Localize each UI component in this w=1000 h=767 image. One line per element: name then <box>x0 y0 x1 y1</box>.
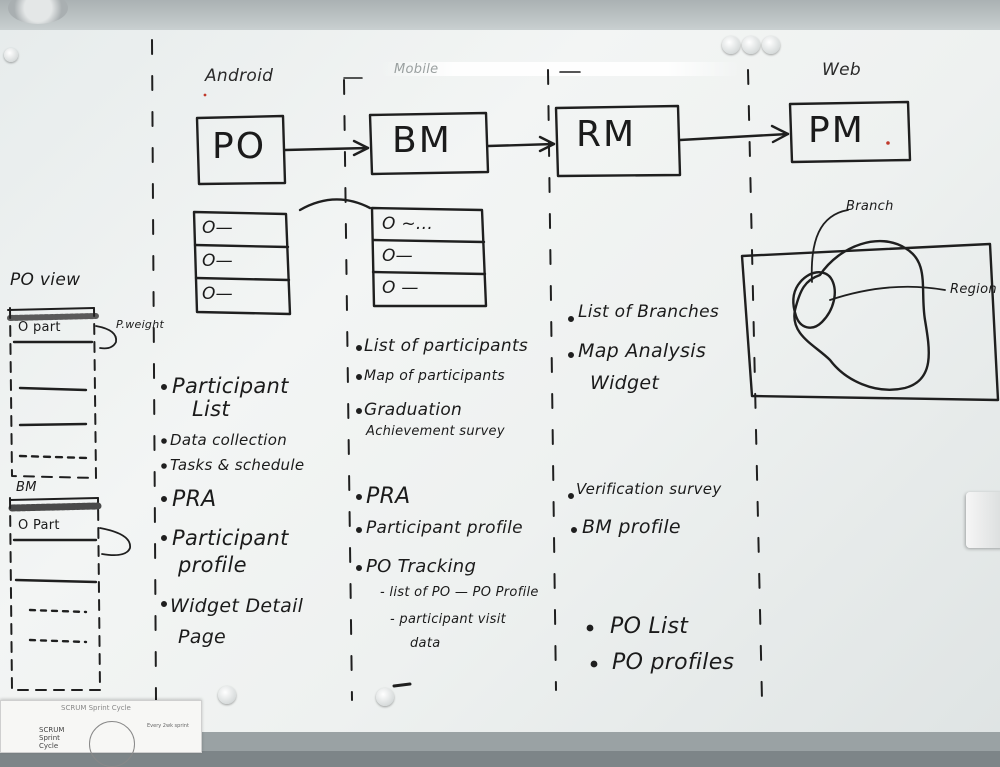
paper-cycle-diagram <box>89 721 135 767</box>
bm-item-map-participants: Map of participants <box>364 368 505 384</box>
bm-item-participant-profile: Participant profile <box>366 518 523 538</box>
android-item-widget-detail: Widget Detail <box>170 595 304 617</box>
board-magnet <box>4 48 18 62</box>
rm-item-list-branches: List of Branches <box>578 302 719 322</box>
pinned-paper: SCRUM Sprint Cycle SCRUM Sprint Cycle Ev… <box>0 700 202 767</box>
rm-item-po-list: PO List <box>610 614 689 639</box>
rm-item-po-profiles: PO profiles <box>612 650 735 675</box>
bm-item-participant-visit: - participant visit <box>390 612 507 627</box>
box-po-label: PO <box>212 126 267 167</box>
android-item-pra: PRA <box>172 487 217 512</box>
box-rm-label: RM <box>576 114 637 155</box>
column-header-web: Web <box>822 60 861 80</box>
board-tray <box>0 732 1000 751</box>
bm-widget-row: O ~... <box>382 214 434 234</box>
box-pm-label: PM <box>808 110 865 151</box>
light-glare <box>380 62 740 76</box>
whiteboard-eraser <box>966 492 1000 548</box>
bm-item-list-of-po: - list of PO — PO Profile <box>380 585 539 600</box>
paper-title: SCRUM Sprint Cycle <box>61 704 131 712</box>
paper-subtitle: SCRUM Sprint Cycle <box>39 726 65 750</box>
map-branch-label: Branch <box>846 199 894 214</box>
po-view-title: PO view <box>10 270 81 290</box>
bm-view-title: BM <box>16 480 37 495</box>
po-widget-row: O— <box>202 284 233 304</box>
bm-view-row: O Part <box>18 518 60 533</box>
android-item-profile: profile <box>178 553 247 577</box>
android-item-tasks: Tasks & schedule <box>170 456 305 474</box>
android-item-participant: Participant <box>172 374 289 398</box>
bm-widget-row: O — <box>382 278 419 298</box>
android-item-participant-2: Participant <box>172 526 289 550</box>
bm-item-po-tracking: PO Tracking <box>366 556 477 577</box>
bm-item-data: data <box>410 636 441 651</box>
box-bm-label: BM <box>392 120 452 161</box>
column-header-mobile: Mobile <box>394 62 439 77</box>
column-header-android: Android <box>205 66 274 86</box>
po-widget-row: O— <box>202 218 233 238</box>
bm-item-graduation: Graduation <box>364 400 463 420</box>
po-widget-row: O— <box>202 251 233 271</box>
rm-item-verification-survey: Verification survey <box>576 480 722 498</box>
board-magnet <box>722 36 740 54</box>
po-view-annotation: P.weight <box>116 318 165 331</box>
rm-item-bm-profile: BM profile <box>582 516 681 538</box>
rm-item-map-analysis: Map Analysis <box>578 340 707 362</box>
map-region-label: Region <box>950 282 997 297</box>
wall-top <box>0 0 1000 30</box>
board-magnet <box>376 688 394 706</box>
bm-item-list-participants: List of participants <box>364 336 529 356</box>
board-magnet <box>218 686 236 704</box>
board-magnet <box>762 36 780 54</box>
paper-side-note: Every 2wk sprint <box>147 723 189 729</box>
bm-item-achievement: Achievement survey <box>366 424 505 439</box>
bm-item-pra: PRA <box>366 484 411 509</box>
rm-item-widget: Widget <box>590 372 660 394</box>
bm-widget-row: O— <box>382 246 413 266</box>
android-item-page: Page <box>178 626 227 648</box>
marker-drawing <box>7 39 1000 701</box>
android-item-list: List <box>192 397 230 421</box>
board-magnet <box>742 36 760 54</box>
po-view-row: O part <box>18 320 61 335</box>
android-item-data-collection: Data collection <box>170 431 288 449</box>
